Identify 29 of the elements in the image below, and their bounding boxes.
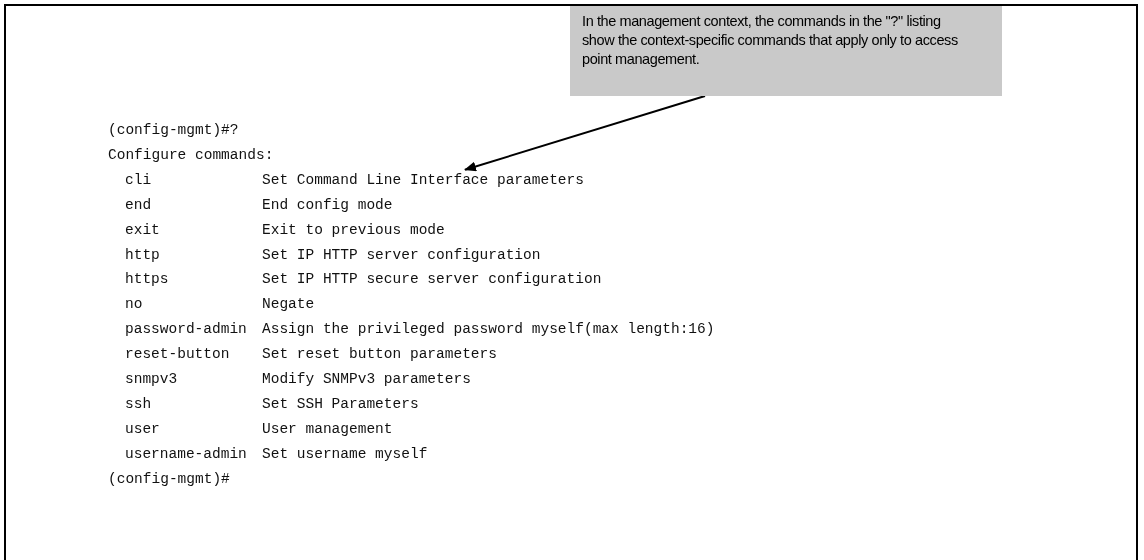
command-description: Set IP HTTP secure server configuration	[262, 270, 602, 289]
command-description: Exit to previous mode	[262, 220, 445, 239]
command-name: username-admin	[125, 444, 247, 463]
command-name: https	[125, 270, 169, 289]
leader-line	[464, 95, 706, 172]
command-description: Set username myself	[262, 444, 428, 463]
command-description: Set IP HTTP server configuration	[262, 245, 541, 264]
command-name: end	[125, 195, 152, 214]
command-prompt: (config-mgmt)#	[108, 469, 230, 488]
command-description: Assign the privileged password myself(max length:16)	[262, 320, 715, 339]
command-description: Set SSH Parameters	[262, 394, 419, 413]
command-prompt: (config-mgmt)#?	[108, 121, 239, 139]
command-name: no	[125, 295, 143, 314]
command-description: Set reset button parameters	[262, 345, 497, 364]
command-name: password-admin	[125, 320, 247, 339]
callout-box: In the management context, the commands in the "?" listing show the context-specific commands that apply only to access point management.	[570, 6, 1002, 96]
command-description: Set Command Line Interface parameters	[262, 170, 584, 189]
command-name: snmpv3	[125, 370, 178, 388]
command-name: cli	[125, 170, 152, 189]
command-description: Modify SNMPv3 parameters	[262, 370, 471, 388]
command-name: exit	[125, 220, 160, 239]
command-description: Negate	[262, 295, 315, 314]
command-name: reset-button	[125, 345, 230, 364]
command-description: User management	[262, 419, 393, 438]
listing-heading: Configure commands:	[108, 145, 274, 164]
command-name: ssh	[125, 394, 152, 413]
command-description: End config mode	[262, 195, 393, 214]
command-name: http	[125, 245, 160, 264]
command-name: user	[125, 419, 160, 438]
